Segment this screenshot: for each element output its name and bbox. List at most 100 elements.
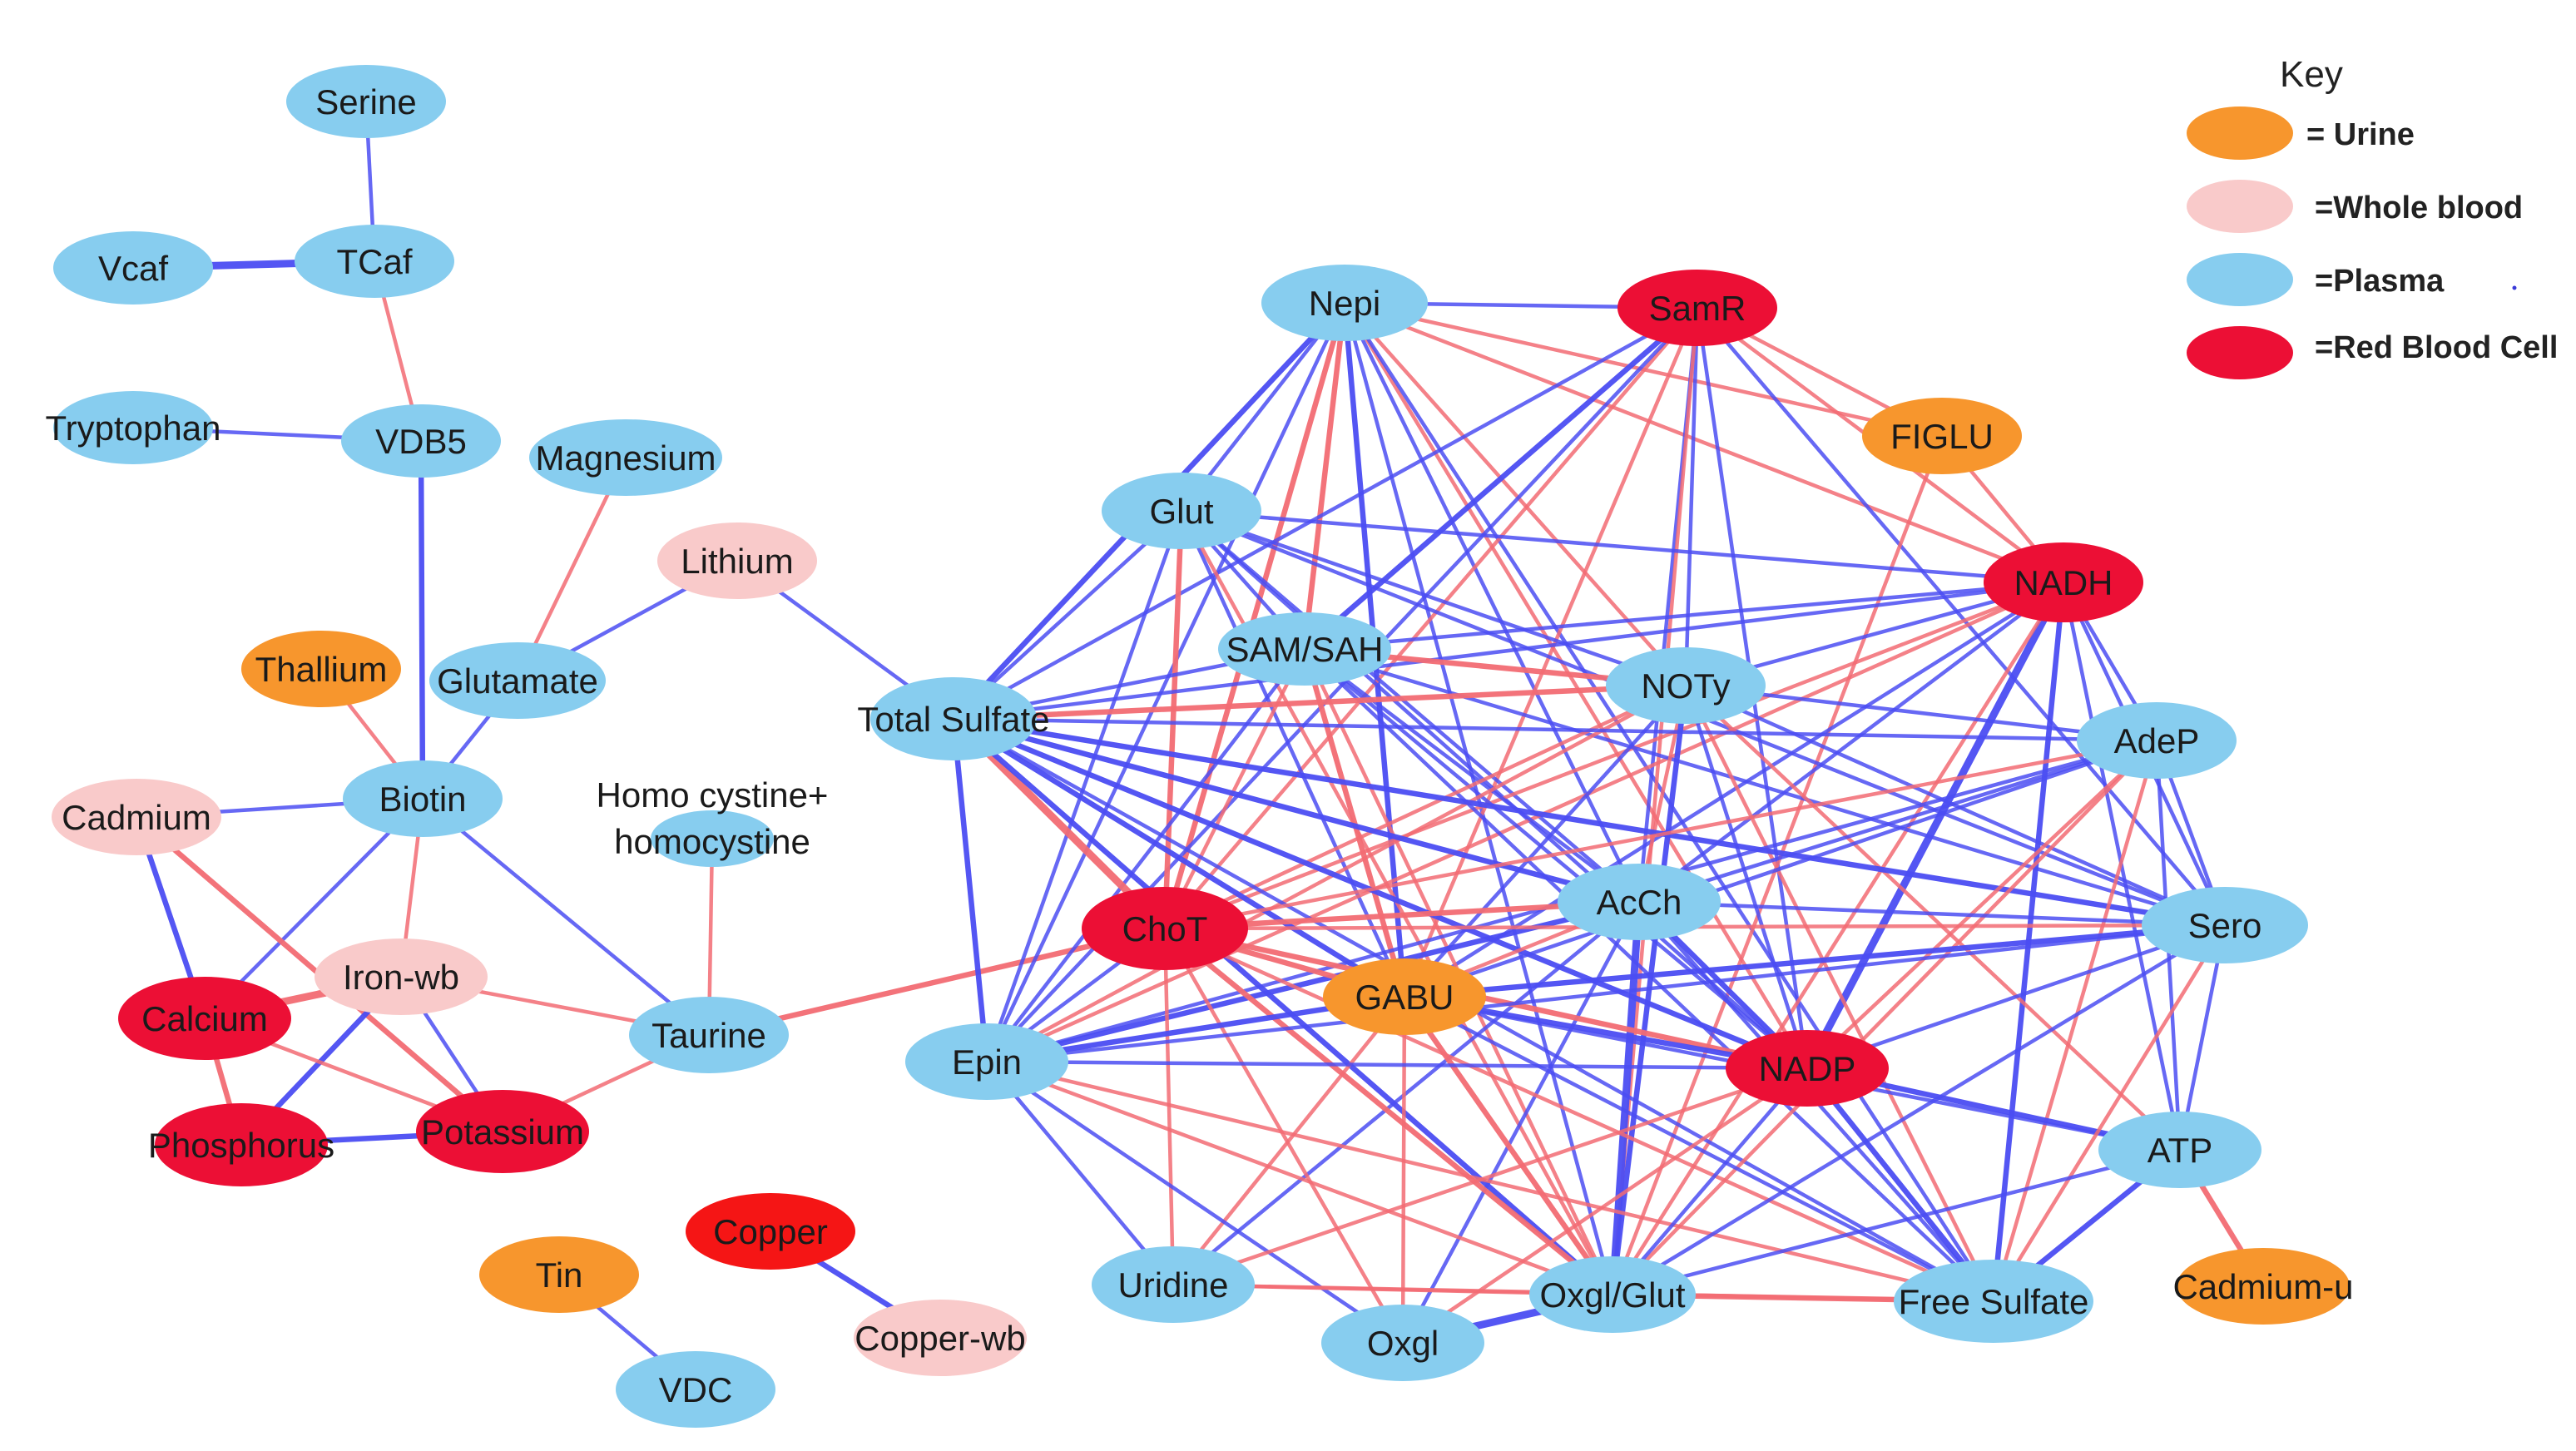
node-cadmiumu[interactable]: Cadmium-u bbox=[2172, 1248, 2354, 1325]
node-ellipse-acch bbox=[1558, 864, 1721, 940]
node-ellipse-chot bbox=[1082, 887, 1248, 970]
edge-acch-sero bbox=[1637, 899, 2227, 928]
node-ellipse-nadh bbox=[1984, 542, 2143, 622]
node-acch[interactable]: AcCh bbox=[1558, 864, 1721, 940]
node-biotin[interactable]: Biotin bbox=[343, 760, 503, 837]
edge-nadp-sero bbox=[1805, 923, 2227, 1071]
node-ellipse-taurine bbox=[629, 997, 789, 1073]
node-label-tin: Tin bbox=[536, 1255, 583, 1295]
edge-gabu-sero bbox=[1401, 922, 2228, 1000]
node-tcaf[interactable]: TCaf bbox=[295, 225, 454, 298]
node-samsah[interactable]: SAM/SAH bbox=[1218, 612, 1391, 686]
node-nepi[interactable]: Nepi bbox=[1261, 265, 1428, 341]
edge-samr-gabu bbox=[1402, 305, 1700, 999]
edge-noty-nadp bbox=[1683, 683, 1810, 1071]
node-potassium[interactable]: Potassium bbox=[416, 1090, 589, 1173]
node-copper[interactable]: Copper bbox=[686, 1193, 855, 1270]
node-label-copper: Copper bbox=[713, 1212, 828, 1251]
edge-gabu-uridine bbox=[1171, 994, 1407, 1287]
edge-glut-chot bbox=[1162, 508, 1185, 932]
node-homocystine[interactable]: Homo cystine+homocystine bbox=[597, 775, 829, 867]
node-label-calcium: Calcium bbox=[141, 999, 268, 1038]
legend-item-red-blood-cell: =Red Blood Cell bbox=[2187, 326, 2558, 379]
edge-sero-oxglglut bbox=[1610, 923, 2227, 1297]
node-ellipse-totalsulfate bbox=[870, 677, 1037, 760]
node-thallium[interactable]: Thallium bbox=[241, 631, 401, 707]
node-nadh[interactable]: NADH bbox=[1984, 542, 2143, 622]
node-vdb5[interactable]: VDB5 bbox=[341, 404, 501, 478]
node-label-copperwb: Copper-wb bbox=[855, 1319, 1025, 1358]
edge-adep-chot bbox=[1162, 738, 2159, 931]
edge-noty-gabu bbox=[1402, 683, 1688, 999]
node-taurine[interactable]: Taurine bbox=[629, 997, 789, 1073]
node-oxgl[interactable]: Oxgl bbox=[1321, 1305, 1484, 1381]
legend-item-whole-blood: =Whole blood bbox=[2187, 180, 2523, 233]
node-epin[interactable]: Epin bbox=[905, 1023, 1068, 1100]
node-label-noty: NOTy bbox=[1641, 666, 1730, 706]
node-samr[interactable]: SamR bbox=[1617, 270, 1777, 346]
node-label-uridine: Uridine bbox=[1117, 1265, 1228, 1305]
node-ellipse-epin bbox=[905, 1023, 1068, 1100]
node-ellipse-potassium bbox=[416, 1090, 589, 1173]
edge-nepi-chot bbox=[1162, 300, 1348, 932]
node-serine[interactable]: Serine bbox=[286, 65, 446, 138]
edge-totalsulfate-acch bbox=[950, 716, 1642, 905]
legend-label-whole-blood: =Whole blood bbox=[2315, 191, 2523, 225]
node-label-oxgl: Oxgl bbox=[1367, 1324, 1439, 1363]
node-ellipse-vdb5 bbox=[341, 404, 501, 478]
node-uridine[interactable]: Uridine bbox=[1092, 1246, 1255, 1323]
edge-noty-chot bbox=[1162, 683, 1688, 931]
node-label-oxglglut: Oxgl/Glut bbox=[1539, 1275, 1685, 1315]
node-glutamate[interactable]: Glutamate bbox=[429, 642, 606, 719]
node-label-samr: SamR bbox=[1649, 289, 1746, 328]
node-lithium[interactable]: Lithium bbox=[657, 522, 817, 599]
node-label-taurine: Taurine bbox=[651, 1016, 766, 1055]
node-sero[interactable]: Sero bbox=[2142, 887, 2308, 963]
edge-nadh-acch bbox=[1637, 580, 2066, 904]
edge-samr-samsah bbox=[1301, 305, 1701, 652]
node-vdc[interactable]: VDC bbox=[616, 1351, 775, 1428]
edge-acch-uridine bbox=[1171, 899, 1642, 1287]
node-copperwb[interactable]: Copper-wb bbox=[854, 1300, 1027, 1376]
node-chot[interactable]: ChoT bbox=[1082, 887, 1248, 970]
edge-epin-sero bbox=[984, 923, 2227, 1064]
node-calcium[interactable]: Calcium bbox=[118, 977, 291, 1060]
edge-biotin-taurine bbox=[420, 796, 711, 1037]
node-ironwb[interactable]: Iron-wb bbox=[315, 938, 488, 1015]
edge-samr-noty bbox=[1683, 305, 1700, 688]
edge-glut-noty bbox=[1179, 508, 1688, 688]
node-label-vcaf: Vcaf bbox=[98, 249, 168, 288]
node-tin[interactable]: Tin bbox=[479, 1236, 639, 1313]
node-ellipse-tcaf bbox=[295, 225, 454, 298]
edge-totalsulfate-nadp bbox=[950, 716, 1811, 1072]
node-gabu[interactable]: GABU bbox=[1323, 958, 1486, 1035]
node-freesulfate[interactable]: Free Sulfate bbox=[1894, 1260, 2093, 1343]
node-ellipse-samsah bbox=[1218, 612, 1391, 686]
node-oxglglut[interactable]: Oxgl/Glut bbox=[1529, 1256, 1696, 1333]
node-ellipse-glut bbox=[1102, 473, 1261, 549]
node-phosphorus[interactable]: Phosphorus bbox=[148, 1103, 334, 1186]
node-figlu[interactable]: FIGLU bbox=[1862, 398, 2022, 474]
node-noty[interactable]: NOTy bbox=[1606, 647, 1766, 724]
node-atp[interactable]: ATP bbox=[2098, 1112, 2261, 1188]
node-nadp[interactable]: NADP bbox=[1726, 1030, 1889, 1107]
node-cadmium[interactable]: Cadmium bbox=[52, 779, 221, 855]
edge-layer bbox=[129, 99, 2266, 1392]
edge-chot-oxglglut bbox=[1162, 925, 1616, 1298]
edge-nepi-acch bbox=[1342, 300, 1642, 904]
node-ellipse-nadp bbox=[1726, 1030, 1889, 1107]
node-tryptophan[interactable]: Tryptophan bbox=[46, 391, 221, 464]
node-vcaf[interactable]: Vcaf bbox=[53, 231, 213, 305]
node-ellipse-vcaf bbox=[53, 231, 213, 305]
edge-nadh-totalsulfate bbox=[951, 580, 2066, 721]
node-ellipse-serine bbox=[286, 65, 446, 138]
node-magnesium[interactable]: Magnesium bbox=[529, 419, 722, 496]
node-glut[interactable]: Glut bbox=[1102, 473, 1261, 549]
edge-samsah-gabu bbox=[1301, 646, 1408, 1000]
node-adep[interactable]: AdeP bbox=[2077, 702, 2237, 779]
legend-item-urine: = Urine bbox=[2187, 106, 2415, 160]
node-totalsulfate[interactable]: Total Sulfate bbox=[857, 677, 1050, 760]
edge-adep-acch bbox=[1637, 738, 2159, 904]
edge-chot-freesulfate bbox=[1162, 926, 1996, 1304]
node-ellipse-figlu bbox=[1862, 398, 2022, 474]
